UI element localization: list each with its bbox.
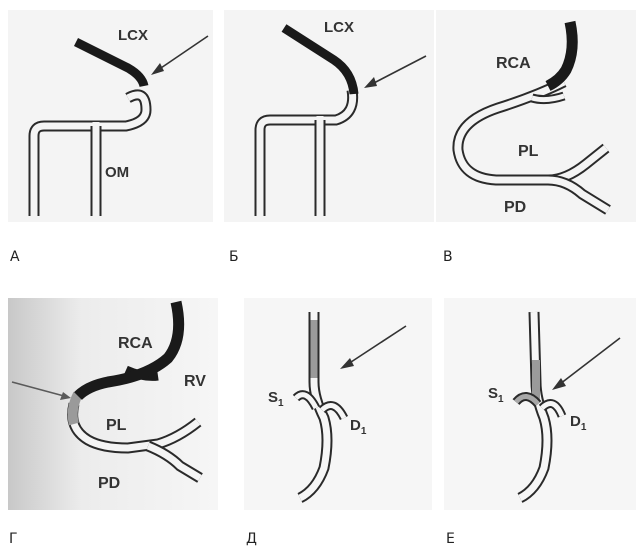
label-pl: PL bbox=[106, 417, 127, 434]
label-om: OM bbox=[105, 164, 129, 181]
label-rca: RCA bbox=[496, 55, 531, 72]
panel-v-diagram: RCA PL PD bbox=[436, 10, 636, 222]
label-d-sub: 1 bbox=[361, 426, 367, 437]
panel-v: RCA PL PD bbox=[436, 10, 636, 222]
panel-g-diagram: RCA RV PL PD bbox=[8, 298, 218, 510]
label-d-sub: 1 bbox=[581, 422, 587, 433]
caption-e: Е bbox=[446, 531, 455, 547]
label-s-sub: 1 bbox=[498, 394, 504, 405]
label-s: S bbox=[268, 389, 278, 406]
panel-d-diagram: S1 D1 bbox=[244, 298, 432, 510]
panel-e-diagram: S1 D1 bbox=[444, 298, 636, 510]
label-rv: RV bbox=[184, 373, 206, 390]
label-d: D bbox=[570, 413, 581, 430]
label-s: S bbox=[488, 385, 498, 402]
caption-a: А bbox=[10, 249, 20, 265]
panel-b: LCX bbox=[224, 10, 434, 222]
label-lcx: LCX bbox=[324, 19, 354, 36]
label-pd: PD bbox=[504, 199, 526, 216]
panel-d: S1 D1 bbox=[244, 298, 432, 510]
caption-b: Б bbox=[229, 249, 239, 265]
label-rca: RCA bbox=[118, 335, 153, 352]
label-pd: PD bbox=[98, 475, 120, 492]
panel-a-diagram: LCX OM bbox=[8, 10, 213, 222]
caption-g: Г bbox=[9, 531, 18, 547]
label-s-sub: 1 bbox=[278, 398, 284, 409]
label-d: D bbox=[350, 417, 361, 434]
panel-a: LCX OM bbox=[8, 10, 213, 222]
panel-e: S1 D1 bbox=[444, 298, 636, 510]
label-lcx: LCX bbox=[118, 27, 148, 44]
panel-g: RCA RV PL PD bbox=[8, 298, 218, 510]
panel-b-diagram: LCX bbox=[224, 10, 434, 222]
caption-v: В bbox=[443, 249, 453, 265]
stenosis-segment bbox=[73, 394, 78, 424]
caption-d: Д bbox=[246, 531, 257, 547]
label-pl: PL bbox=[518, 143, 539, 160]
